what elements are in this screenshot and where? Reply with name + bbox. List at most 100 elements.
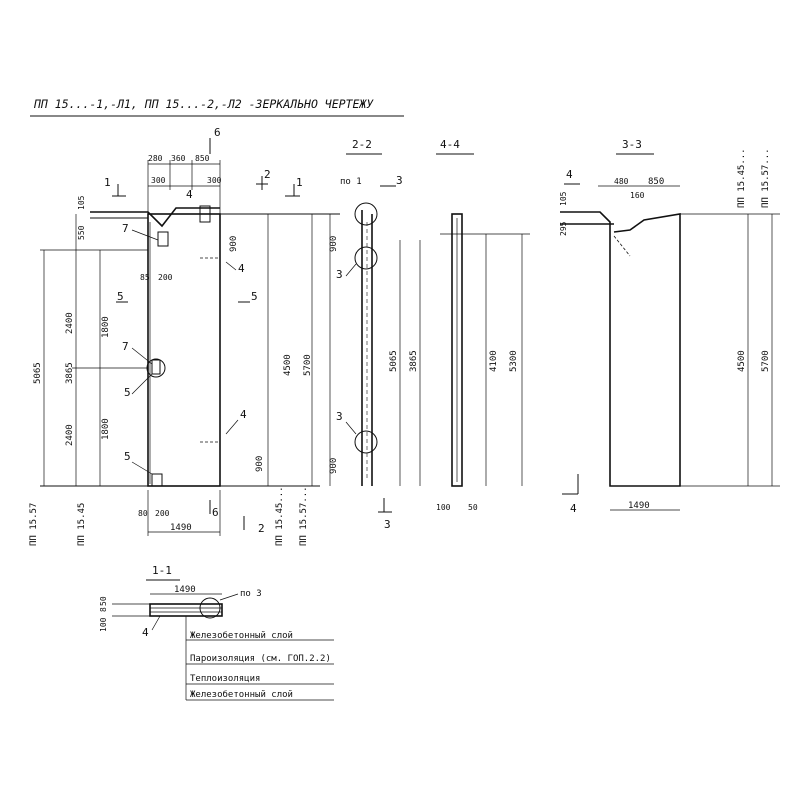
dim-11-100: 100 — [99, 617, 108, 632]
dim-5065: 5065 — [33, 362, 43, 384]
dim-300-a: 300 — [151, 176, 166, 185]
leader-5-low — [131, 461, 153, 475]
section-1-1: 1-1 1490 50 8 100 по 3 4 Железобетонный … — [99, 564, 334, 701]
callout-po1: по 1 — [340, 177, 362, 187]
dim-2400-a: 2400 — [65, 312, 75, 334]
dim-200-a: 200 — [158, 273, 173, 282]
embed-5-bottom — [151, 473, 163, 487]
dim-360: 360 — [171, 154, 186, 163]
callout-3-lower: 3 — [336, 410, 343, 423]
dim-80: 80 — [138, 509, 148, 518]
main-view: 280 360 850 300 300 5065 3865 2400 2400 … — [29, 126, 340, 546]
callout-6-top: 6 — [214, 126, 221, 139]
dim-22-3865: 3865 — [409, 350, 419, 372]
leader-3-lower — [345, 421, 357, 435]
level-15-57-left: ПП 15.57 — [29, 503, 39, 546]
dim-300-b: 300 — [207, 176, 222, 185]
top-cornice — [90, 207, 220, 228]
callout-2-bottom: 2 — [258, 522, 265, 535]
dim-11-1490: 1490 — [174, 585, 196, 595]
dim-3865: 3865 — [65, 362, 75, 384]
dim-22-900-b: 900 — [329, 458, 339, 474]
dim-33-295: 295 — [559, 221, 568, 236]
callout-2-top: 2 — [264, 168, 271, 181]
dim-5700: 5700 — [303, 354, 313, 376]
leader-5-mid — [131, 373, 153, 395]
leader-4-low — [225, 419, 239, 435]
callout-5-mid: 5 — [124, 386, 131, 399]
section-4-4: 4-4 4100 5300 100 50 — [436, 138, 530, 512]
dim-33-5700: 5700 — [761, 350, 771, 372]
leader-7-mid — [131, 347, 153, 365]
callout-11-po3: по 3 — [240, 589, 262, 599]
dim-4500: 4500 — [283, 354, 293, 376]
section-label-2-2: 2-2 — [352, 138, 372, 151]
dim-105: 105 — [77, 195, 86, 210]
detail-circle-11 — [199, 597, 221, 619]
embed-7-top — [157, 231, 169, 247]
callout-1-left: 1 — [104, 176, 111, 189]
section-label-1-1: 1-1 — [152, 564, 172, 577]
embed-7-mid — [151, 359, 161, 375]
callout-33-4-top: 4 — [566, 168, 573, 181]
callout-7-top: 7 — [122, 222, 129, 235]
panel-outline — [147, 213, 221, 487]
dim-44-5300: 5300 — [509, 350, 519, 372]
detail-circle-lower — [354, 430, 378, 454]
dim-1800-a: 1800 — [101, 316, 111, 338]
dim-1490-main: 1490 — [170, 523, 192, 533]
section-1-1-slab — [149, 603, 223, 617]
dim-280: 280 — [148, 154, 163, 163]
callout-33-4-bottom: 4 — [570, 502, 577, 515]
callout-3-upper: 3 — [336, 268, 343, 281]
legend-item-1: Железобетонный слой — [190, 630, 293, 641]
legend-item-2: Пароизоляция (см. ГОП.2.2) — [190, 654, 331, 664]
dim-33-850: 850 — [648, 177, 664, 187]
section-3-3: 3-3 480 850 160 295 105 4500 5700 1490 П… — [559, 138, 780, 515]
legend-item-4: Железобетонный слой — [190, 689, 293, 700]
level-15-45-right: ПП 15.45... — [275, 486, 285, 546]
dim-2400-b: 2400 — [65, 424, 75, 446]
dim-33-4500: 4500 — [737, 350, 747, 372]
dim-900-b: 900 — [255, 456, 265, 472]
level-15-45-left: ПП 15.45 — [77, 503, 87, 546]
dim-33-105: 105 — [559, 191, 568, 206]
dim-44-100: 100 — [436, 503, 451, 512]
dim-850: 850 — [195, 154, 210, 163]
detail-circle-top — [354, 202, 378, 226]
callout-11-4: 4 — [142, 626, 149, 639]
callout-1-right: 1 — [296, 176, 303, 189]
drawing-title: ПП 15...-1,-Л1, ПП 15...-2,-Л2 -ЗЕРКАЛЬН… — [33, 97, 374, 111]
callout-7-mid: 7 — [122, 340, 129, 353]
leader-3-upper — [345, 263, 357, 277]
leader-4-mid — [225, 261, 237, 271]
dim-22-900-a: 900 — [329, 236, 339, 252]
leader-11-po3 — [219, 593, 239, 601]
level-33-15-57: ПП 15.57... — [761, 148, 771, 208]
section-label-3-3: 3-3 — [622, 138, 642, 151]
dim-11-50: 50 — [99, 596, 108, 606]
callout-5-right: 5 — [251, 290, 258, 303]
callout-6-bottom: 6 — [212, 506, 219, 519]
dim-22-5065: 5065 — [389, 350, 399, 372]
dim-33-1490: 1490 — [628, 501, 650, 511]
callout-4-top: 4 — [186, 188, 193, 201]
callout-5-low: 5 — [124, 450, 131, 463]
leader-7-top — [131, 229, 159, 241]
dim-11-8: 8 — [99, 607, 108, 612]
detail-circle-upper — [354, 246, 378, 270]
section-4-4-body — [451, 213, 463, 487]
dim-1800-b: 1800 — [101, 418, 111, 440]
callout-3-bottom: 3 — [384, 518, 391, 531]
callout-4-low: 4 — [240, 408, 247, 421]
dim-44-50: 50 — [468, 503, 478, 512]
leader-11-4 — [151, 615, 161, 631]
dim-44-4100: 4100 — [489, 350, 499, 372]
callout-4-mid: 4 — [238, 262, 245, 275]
callout-5-left: 5 — [117, 290, 124, 303]
level-15-57-right: ПП 15.57... — [299, 486, 309, 546]
embed-4-top — [199, 205, 211, 223]
callout-3-top: 3 — [396, 174, 403, 187]
dim-200-b: 200 — [155, 509, 170, 518]
